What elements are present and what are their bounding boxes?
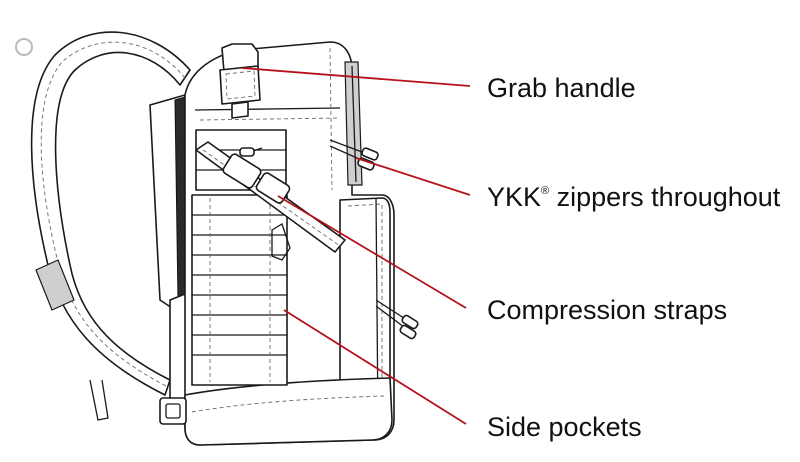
- leader-ykk-zippers: [355, 157, 471, 196]
- registered-mark: ®: [541, 185, 550, 197]
- callout-ykk-zippers: YKK® zippers throughout: [487, 182, 781, 212]
- callout-compression-straps: Compression straps: [487, 295, 728, 325]
- callout-grab-handle: Grab handle: [487, 73, 636, 103]
- strap-ring: [15, 38, 33, 56]
- leader-lines: [241, 67, 471, 425]
- zipper-pulls: [239, 139, 419, 340]
- leader-grab-handle: [241, 67, 471, 87]
- shoulder-strap: [30, 31, 191, 421]
- grab-handle: [219, 43, 261, 119]
- compression-strap: [195, 141, 346, 261]
- leader-side-pockets: [283, 309, 467, 425]
- callout-side-pockets: Side pockets: [487, 412, 642, 442]
- leader-compression-straps: [277, 195, 467, 309]
